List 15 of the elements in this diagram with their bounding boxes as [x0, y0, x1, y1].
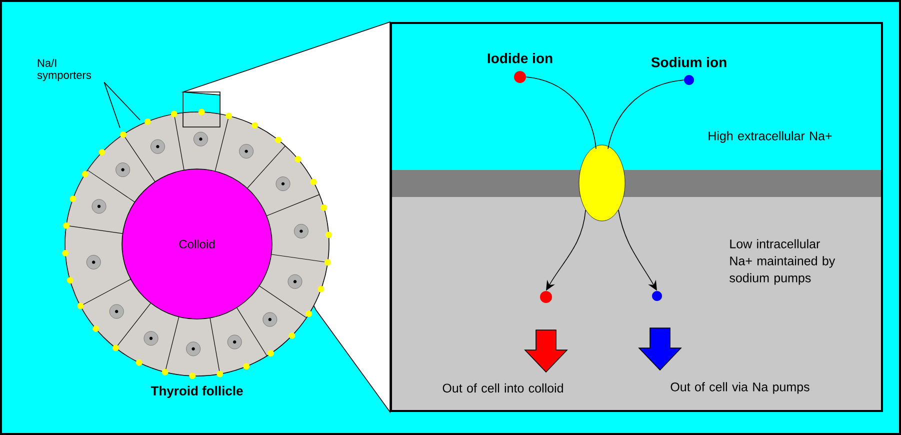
node-label: Thyroid follicle — [150, 386, 243, 398]
leader-line — [104, 82, 140, 120]
connector-line — [526, 76, 596, 150]
node-label: Iodide ion — [488, 52, 552, 64]
ion-dot — [540, 290, 552, 303]
ion-dot — [652, 290, 662, 301]
text-label: Low intracellular Na+ maintained by sodium pumps — [730, 239, 836, 285]
text-label: Out of cell into colloid — [442, 383, 563, 393]
text-label: Out of cell via Na pumps — [670, 382, 810, 394]
connector-line — [608, 80, 684, 150]
symporter-protein — [578, 144, 626, 222]
text-label: Na/I symporters — [37, 58, 91, 82]
node-label: Sodium ion — [651, 56, 726, 68]
text-label: High extracellular Na+ — [708, 131, 832, 143]
leader-line — [104, 82, 120, 128]
